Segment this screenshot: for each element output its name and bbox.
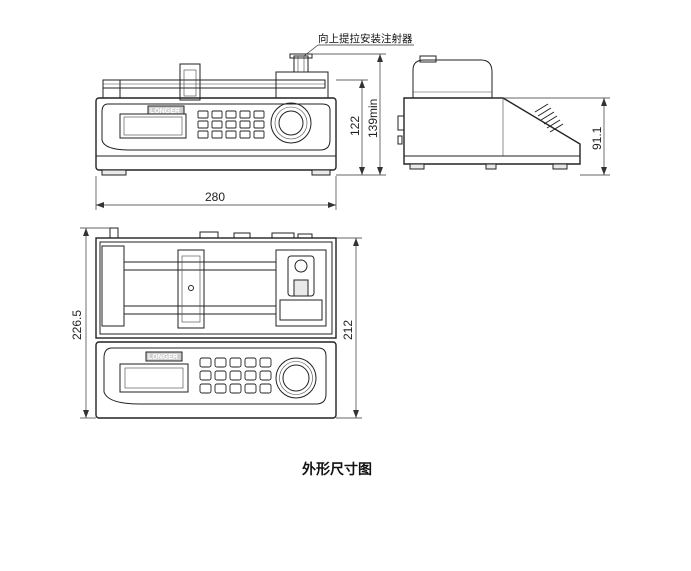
front-syringe-clamp — [179, 63, 201, 101]
top-dial-knob — [282, 364, 310, 392]
top-dial-ring — [275, 357, 317, 399]
front-body — [95, 97, 337, 171]
dim-front-height: 122 139min — [310, 53, 386, 176]
dim-top-depth-body: 212 — [336, 237, 362, 419]
top-lcd — [119, 363, 189, 393]
front-foot-left — [101, 169, 127, 176]
side-view — [397, 55, 581, 170]
dim-side-height-label: 91.1 — [590, 126, 604, 150]
side-dial-ridges — [534, 103, 564, 133]
side-top-housing — [412, 59, 493, 99]
top-pusher-knob — [294, 259, 308, 273]
top-view: LONGER — [95, 227, 337, 419]
top-pusher — [275, 249, 327, 327]
side-foot-left — [409, 163, 425, 170]
front-view: LONGER — [95, 53, 337, 176]
top-keypad — [199, 357, 272, 394]
dim-front-height-max-label: 139min — [366, 99, 380, 138]
front-dial-ring — [270, 102, 312, 144]
top-brand-text: LONGER — [148, 354, 178, 361]
front-lcd — [119, 113, 187, 139]
front-pusher-block — [275, 71, 329, 99]
annotation-text: 向上提拉安装注射器 — [318, 32, 413, 45]
top-control-panel — [95, 341, 337, 419]
dim-top-depth-body-label: 212 — [341, 320, 355, 340]
side-button — [397, 115, 405, 131]
top-syringe-clamp — [177, 249, 205, 329]
top-left-bracket — [101, 245, 125, 327]
dim-top-depth-total-label: 226.5 — [70, 310, 84, 340]
front-foot-right — [311, 169, 331, 176]
dim-front-height-label: 122 — [348, 116, 362, 136]
front-brand-text: LONGER — [150, 108, 180, 115]
dim-front-width-label: 280 — [205, 190, 225, 204]
top-connector-1 — [199, 231, 219, 239]
front-keypad — [197, 110, 265, 139]
side-foot-right — [552, 163, 568, 170]
annotation-callout: 向上提拉安装注射器 — [303, 32, 414, 57]
dim-front-width: 280 — [95, 176, 337, 210]
side-body — [403, 97, 581, 165]
top-brand-badge — [145, 351, 183, 362]
figure-caption: 外形尺寸图 — [302, 461, 372, 478]
front-dial-knob — [278, 110, 304, 136]
dim-side-height: 91.1 — [492, 97, 610, 176]
dim-top-depth-total: 226.5 — [70, 227, 110, 419]
front-panel — [101, 103, 331, 151]
front-left-cap — [102, 79, 121, 99]
front-knob — [293, 55, 309, 73]
